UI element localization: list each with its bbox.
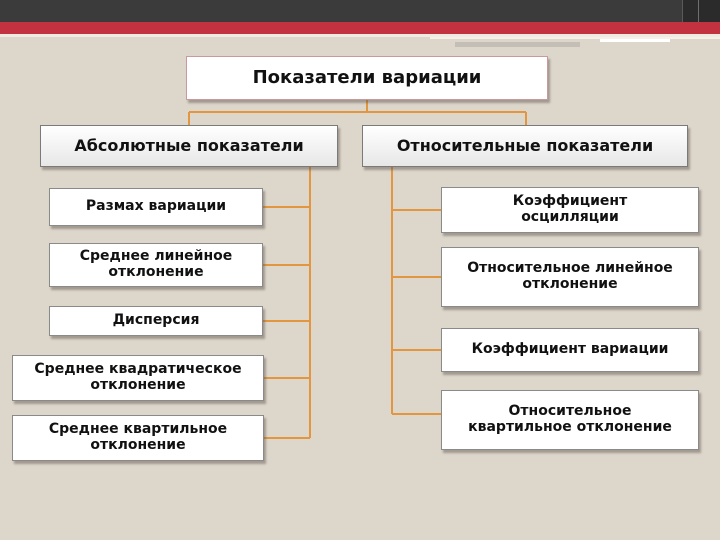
top-bar-red — [0, 22, 720, 34]
relative-item-oscillation: Коэффициент осцилляции — [441, 187, 699, 233]
top-bar-dark — [0, 0, 720, 22]
decor-strip — [430, 37, 720, 39]
relative-header: Относительные показатели — [362, 125, 688, 167]
absolute-item-dispersion: Дисперсия — [49, 306, 263, 336]
relative-item-quartile-deviation: Относительное квартильное отклонение — [441, 390, 699, 450]
decor-strip — [455, 42, 580, 47]
diagram-title: Показатели вариации — [186, 56, 548, 100]
absolute-header: Абсолютные показатели — [40, 125, 338, 167]
relative-item-linear-deviation: Относительное линейное отклонение — [441, 247, 699, 307]
absolute-item-mean-linear-deviation: Среднее линейное отклонение — [49, 243, 263, 287]
absolute-item-quartile-deviation: Среднее квартильное отклонение — [12, 415, 264, 461]
absolute-item-range: Размах вариации — [49, 188, 263, 226]
relative-item-variation-coefficient: Коэффициент вариации — [441, 328, 699, 372]
decor-strip — [600, 39, 670, 42]
corner-decoration — [682, 0, 720, 22]
absolute-item-std-deviation: Среднее квадратическое отклонение — [12, 355, 264, 401]
corner-decoration-line — [698, 0, 699, 22]
decor-strip — [0, 34, 720, 37]
